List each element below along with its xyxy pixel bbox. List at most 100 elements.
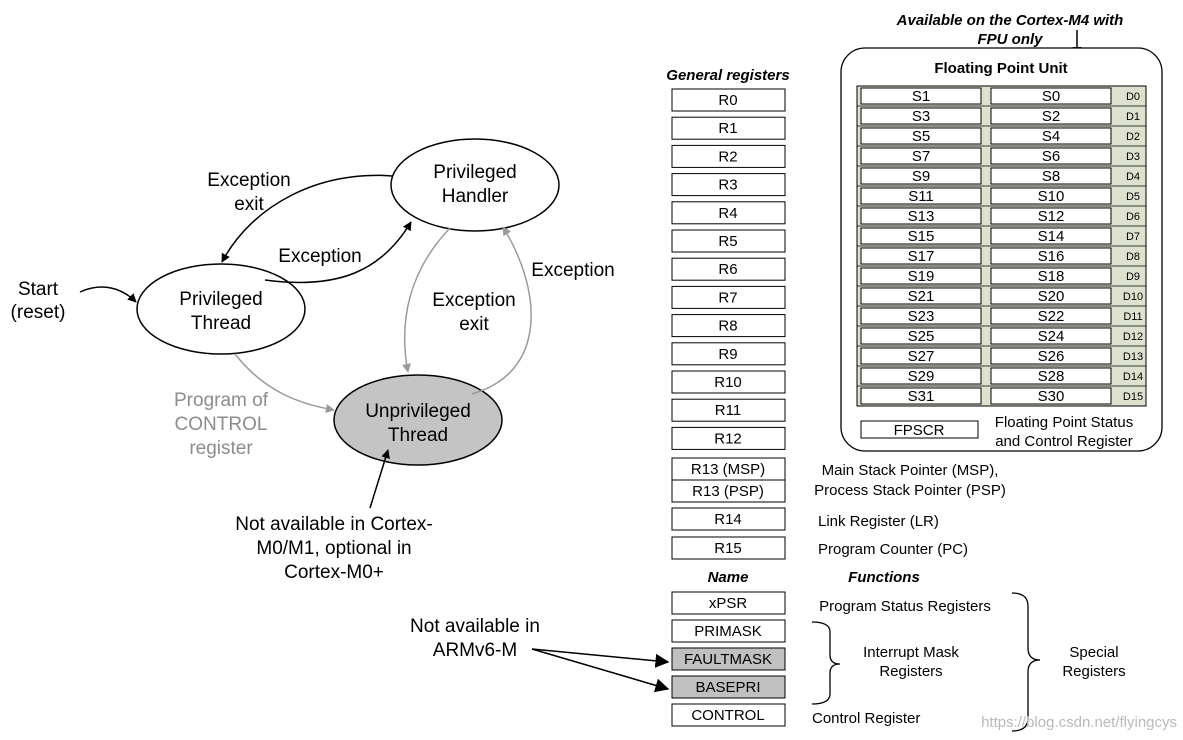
special-register-xpsr: xPSR (671, 591, 786, 615)
fpscr-description-1: Floating Point Status (995, 414, 1133, 431)
fpu-single-even: S30 (1038, 388, 1065, 405)
fpu-single-odd: S23 (908, 308, 935, 325)
general-registers-header: General registers (666, 67, 789, 84)
register-r13: R13 (MSP) R13 (PSP) (671, 457, 786, 503)
state-unprivileged-thread: Unprivileged Thread (333, 374, 503, 466)
label-not-available-m0-1: Not available in Cortex- (235, 514, 432, 535)
fpu-row-d4: S9 S8 D4 (857, 165, 1146, 185)
label-exception-exit-left-2: exit (234, 194, 264, 215)
register-label: R5 (718, 233, 737, 250)
register-label: R12 (714, 430, 742, 447)
special-register-label: xPSR (709, 595, 748, 612)
register-r6: R6 (671, 257, 786, 281)
fpu-double-label: D5 (1126, 191, 1140, 203)
special-registers-label-2: Registers (1062, 663, 1125, 680)
fpu-single-even: S4 (1042, 128, 1060, 145)
fpu-single-even: S16 (1038, 248, 1065, 265)
fpu-single-even: S8 (1042, 168, 1060, 185)
fpu-single-odd: S21 (908, 288, 935, 305)
register-r0: R0 (671, 88, 786, 112)
fpu-single-odd: S27 (908, 348, 935, 365)
fpu-title: Floating Point Unit (934, 60, 1067, 77)
control-register-label: Control Register (812, 710, 920, 727)
register-label: R6 (718, 261, 737, 278)
register-r1: R1 (671, 116, 786, 140)
state-unprivileged-thread-line2: Thread (388, 425, 448, 446)
fpu-single-odd: S11 (908, 188, 934, 205)
register-label: R4 (718, 205, 737, 222)
special-register-label: BASEPRI (695, 679, 760, 696)
fpu-single-odd: S9 (912, 168, 930, 185)
state-privileged-handler-line2: Handler (442, 186, 509, 207)
interrupt-mask-brace (811, 621, 841, 705)
label-not-available-m0-3: Cortex-M0+ (284, 562, 384, 583)
fpu-double-label: D1 (1126, 111, 1140, 123)
fpu-double-label: D3 (1126, 151, 1140, 163)
label-program-control-2: CONTROL (175, 414, 268, 435)
fpu-double-label: D8 (1126, 251, 1140, 263)
special-register-label: CONTROL (691, 707, 764, 724)
special-register-basepri: BASEPRI (671, 675, 786, 699)
register-r14-label: R14 (714, 511, 742, 528)
register-label: R10 (714, 374, 742, 391)
arrow-not-available-m0 (369, 449, 390, 509)
register-r12: R12 (671, 426, 786, 450)
fpu-double-label: D10 (1123, 291, 1143, 303)
register-r11: R11 (671, 398, 786, 422)
fpu-row-d15: S31 S30 D15 (857, 385, 1146, 405)
interrupt-mask-label-2: Registers (879, 663, 942, 680)
register-label: R8 (718, 318, 737, 335)
label-program-control-1: Program of (174, 390, 269, 411)
register-r9: R9 (671, 342, 786, 366)
state-privileged-thread: Privileged Thread (136, 263, 306, 355)
fpu-double-label: D13 (1123, 351, 1143, 363)
fpu-single-odd: S31 (908, 388, 935, 405)
fpu-single-even: S22 (1038, 308, 1065, 325)
arrow-exception-exit-right (402, 227, 451, 373)
register-label: R3 (718, 177, 737, 194)
functions-header: Functions (848, 569, 920, 586)
fpu-double-label: D0 (1126, 91, 1140, 103)
arrow-to-basepri (531, 648, 670, 693)
special-registers-label-1: Special (1069, 644, 1118, 661)
floating-point-unit: Available on the Cortex-M4 with FPU only… (840, 12, 1163, 452)
register-label: R9 (718, 346, 737, 363)
state-privileged-thread-line1: Privileged (179, 289, 262, 310)
fpu-single-odd: S15 (908, 228, 935, 245)
register-label: R1 (718, 120, 737, 137)
fpu-double-label: D6 (1126, 211, 1140, 223)
arrow-start (79, 286, 137, 303)
label-start-2: (reset) (11, 302, 66, 323)
r14-function: Link Register (LR) (818, 513, 939, 530)
register-label: R0 (718, 92, 737, 109)
watermark: https://blog.csdn.net/flyingcys (981, 714, 1177, 731)
r13-function-1: Main Stack Pointer (MSP), (822, 462, 999, 479)
label-exception-mid: Exception (278, 246, 361, 267)
label-not-available-m0-2: M0/M1, optional in (256, 538, 411, 559)
fpu-single-odd: S29 (908, 368, 935, 385)
arrow-exception-right (471, 226, 532, 395)
program-status-label: Program Status Registers (819, 598, 991, 615)
fpu-double-label: D14 (1123, 371, 1143, 383)
r13-function-2: Process Stack Pointer (PSP) (814, 482, 1006, 499)
fpu-single-odd: S25 (908, 328, 935, 345)
fpu-single-even: S0 (1042, 88, 1060, 105)
fpu-double-label: D4 (1126, 171, 1140, 183)
general-registers: General registers R0R1R2R3R4R5R6R7R8R9R1… (666, 67, 1006, 560)
label-start-1: Start (18, 279, 59, 300)
register-r13-msp: R13 (MSP) (691, 461, 765, 478)
label-exception-exit-right-1: Exception (432, 290, 515, 311)
register-r4: R4 (671, 201, 786, 225)
fpu-double-label: D15 (1123, 391, 1143, 403)
fpu-single-even: S18 (1038, 268, 1065, 285)
label-program-control-3: register (189, 438, 253, 459)
fpu-double-label: D7 (1126, 231, 1140, 243)
